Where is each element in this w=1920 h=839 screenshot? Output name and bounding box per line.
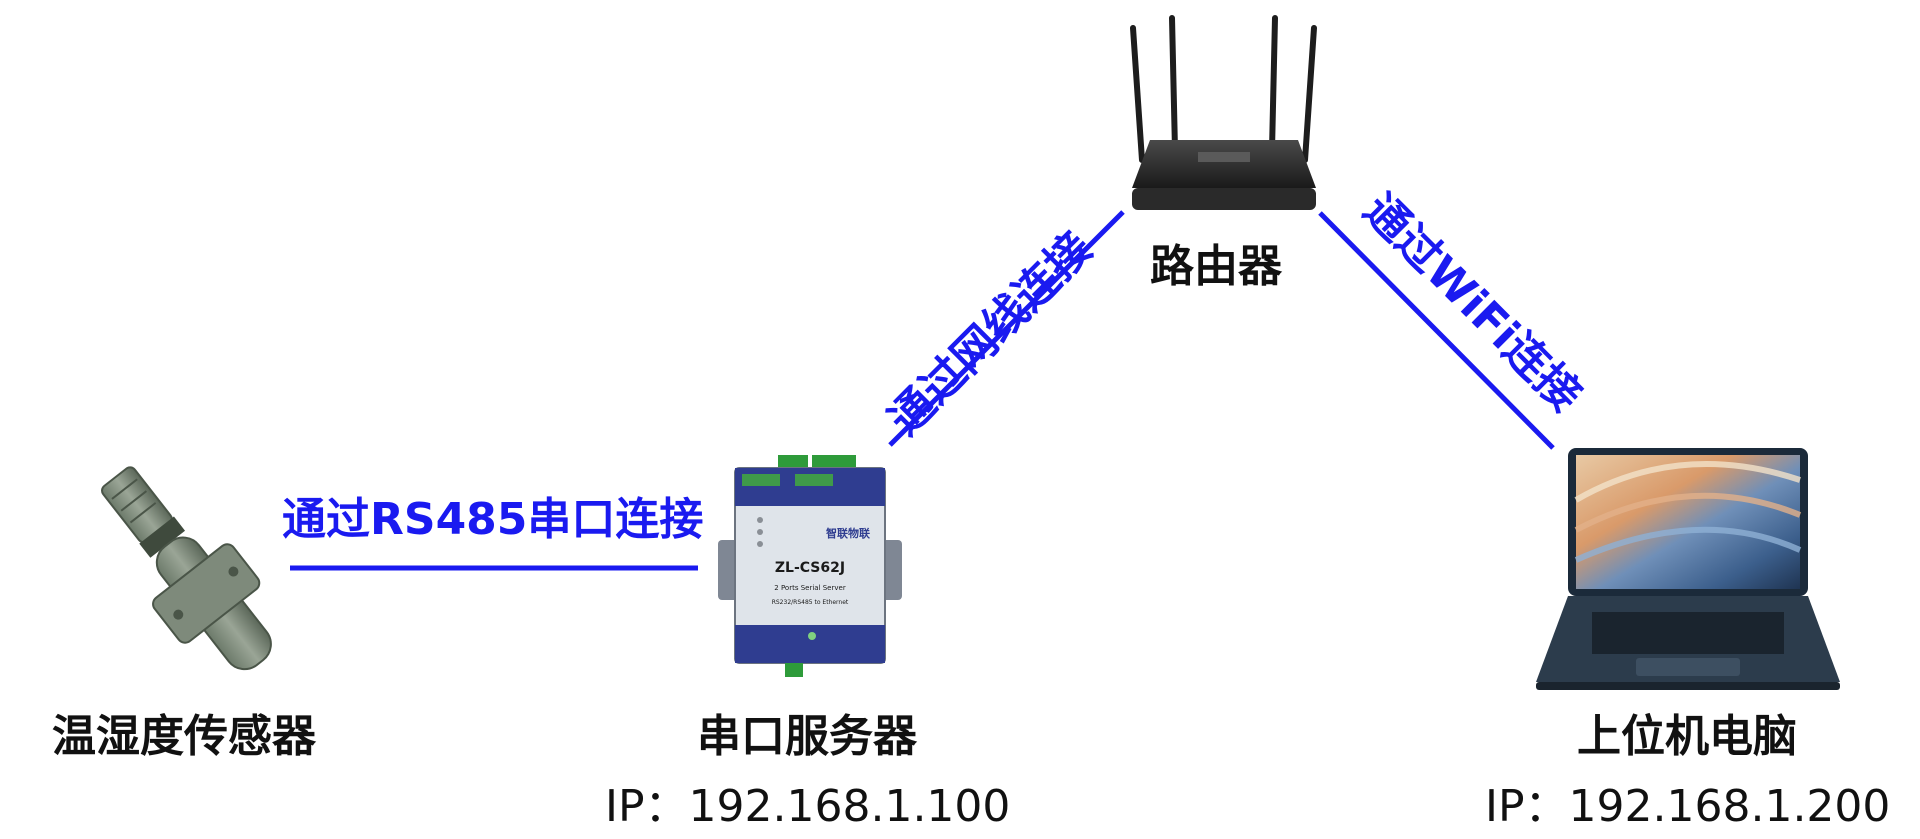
router-icon [1130,15,1317,210]
serial-server-subtitle2: RS232/RS485 to Ethernet [772,599,849,606]
sensor-label: 温湿度传感器 [52,711,316,762]
link-line-ethernet [888,210,1125,447]
serial-server-brand: 智联物联 [826,526,870,540]
link-line-wifi [1318,211,1555,450]
laptop-icon [1536,448,1840,690]
serial-server-label: 串口服务器 [697,711,917,762]
sensor-icon [101,466,272,671]
router-label: 路由器 [1150,241,1282,292]
serial-server-subtitle: 2 Ports Serial Server [774,584,846,592]
serial-server-ip: IP：192.168.1.100 [605,781,1011,832]
serial-server-icon [718,455,902,677]
link-label-rs485: 通过RS485串口连接 [282,494,704,545]
serial-server-model: ZL-CS62J [775,560,845,576]
computer-ip: IP：192.168.1.200 [1485,781,1891,832]
computer-label: 上位机电脑 [1577,711,1797,762]
